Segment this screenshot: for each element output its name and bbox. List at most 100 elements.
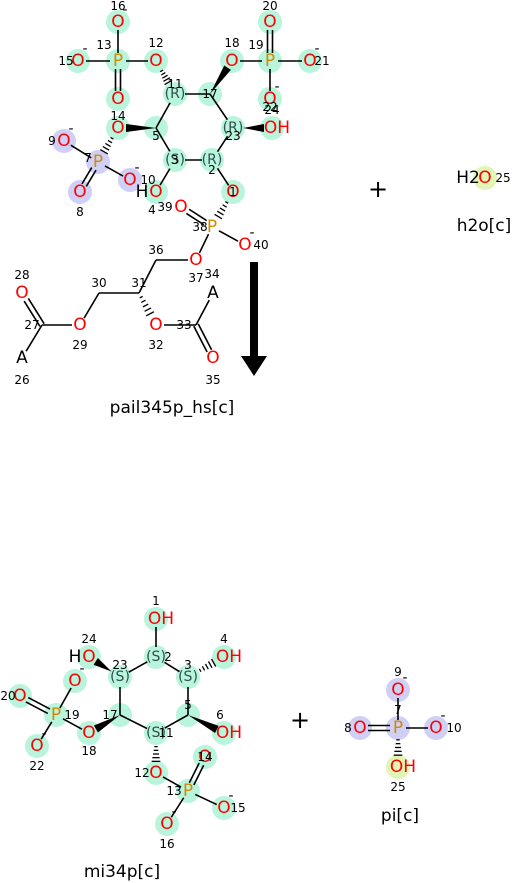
atom-symbol: OH <box>264 118 290 138</box>
atom-highlight <box>25 734 49 758</box>
atom-highlight <box>144 180 168 204</box>
atom-highlight <box>386 678 410 702</box>
atom-index: 17 <box>102 708 117 722</box>
atom-charge: - <box>249 225 254 241</box>
atom-charge: - <box>314 41 319 57</box>
atom-pi_o9: O-9 <box>391 665 407 700</box>
atom-symbol: O <box>303 51 316 71</box>
bond-c27-a26 <box>25 324 43 352</box>
plus-sign-products: + <box>290 706 310 734</box>
atom-highlight <box>106 87 130 111</box>
atom-index: 35 <box>205 373 220 387</box>
atom-index: 12 <box>134 766 149 780</box>
atom-o40: O-40 <box>238 225 268 255</box>
atom-m_o15: O-15 <box>217 788 245 818</box>
atom-a26: A26 <box>14 348 29 387</box>
atom-symbol: O <box>238 235 251 255</box>
atom-c23: (R)23 <box>223 120 244 143</box>
atom-a_top: A <box>207 283 219 303</box>
atom-index: 15 <box>230 801 245 815</box>
atom-index: 25 <box>495 171 510 185</box>
atom-symbol: P <box>207 217 217 237</box>
bond-c30-o29 <box>83 292 100 319</box>
atom-index: 22 <box>262 100 277 114</box>
atom-symbol: P <box>51 705 61 725</box>
atom-symbol: (S) <box>146 725 166 741</box>
atom-charge: - <box>79 661 84 677</box>
atom-index: 17 <box>202 87 217 101</box>
atom-index: 14 <box>110 109 125 123</box>
bond-c17-o18 <box>210 65 231 94</box>
bond-m_c5-m_o6 <box>188 715 219 733</box>
atom-symbol: O <box>198 747 211 767</box>
atom-c34: 34 <box>204 267 219 281</box>
atom-highlight <box>221 180 245 204</box>
atom-m_o14: O14 <box>197 747 212 767</box>
bond-m_p13-m_o15 <box>194 793 218 806</box>
atom-o1: O1 <box>226 182 239 202</box>
atom-m_o6: OH6 <box>216 708 242 743</box>
atom-symbol: O <box>263 12 276 32</box>
atom-index: 33 <box>176 318 191 332</box>
atom-highlight <box>212 796 236 820</box>
atom-c36: 36 <box>148 243 163 257</box>
atom-o32: O32 <box>148 315 163 352</box>
atom-p13: P13 <box>96 38 123 71</box>
bond-c23-c2 <box>216 135 229 153</box>
atom-symbol: OH <box>148 609 174 629</box>
atom-symbol: O <box>123 170 136 190</box>
atom-c11: (R)11 <box>165 77 186 102</box>
atom-symbol: O <box>15 283 28 303</box>
atom-index: 12 <box>148 36 163 50</box>
atom-symbol: O <box>13 686 26 706</box>
atom-highlights <box>8 10 497 836</box>
bond-m_p19-m_o21 <box>59 687 72 709</box>
bond-pi_p7-pi_o25 <box>393 739 403 756</box>
atom-charge: - <box>41 726 46 742</box>
atom-symbol: O <box>225 51 238 71</box>
reactant-name-pail345p: pail345p_hs[c] <box>110 398 235 418</box>
atom-symbol: O <box>149 51 162 71</box>
atom-index: 11 <box>158 726 173 740</box>
bond-o12-c11 <box>159 69 173 86</box>
atom-symbol: P <box>265 51 275 71</box>
atom-symbol: OH <box>216 647 242 667</box>
atom-symbol: O <box>149 182 162 202</box>
atom-highlight <box>118 168 142 192</box>
atom-index: 1 <box>229 185 237 199</box>
bond-m_c3-m_o4 <box>198 658 217 673</box>
atom-index: 24 <box>264 103 279 117</box>
atom-charge: - <box>402 670 407 686</box>
atom-index: 8 <box>344 721 352 735</box>
atom-symbol: (R) <box>202 152 223 168</box>
atom-prefix: H2 <box>456 168 480 188</box>
bond-p19-o20 <box>266 30 274 53</box>
atom-index: 7 <box>84 151 92 165</box>
atom-symbol: O <box>263 89 276 109</box>
atom-index: 5 <box>152 129 160 143</box>
atom-highlight <box>144 721 168 745</box>
atom-symbol: O <box>149 763 162 783</box>
atom-index: 5 <box>184 698 192 712</box>
atom-symbol: O <box>73 182 86 202</box>
atom-index: 32 <box>148 338 163 352</box>
atom-symbol: O <box>189 250 202 270</box>
atom-o22: O-22 <box>262 79 279 114</box>
bond-c5-o14 <box>126 124 156 132</box>
atom-pi_o10: O-10 <box>429 708 461 738</box>
atom-highlight <box>258 49 282 73</box>
atom-index: 25 <box>390 780 405 794</box>
atom-index: 7 <box>394 703 402 717</box>
atom-highlight <box>348 716 372 740</box>
atom-charge: - <box>228 788 233 804</box>
atom-o37: O37 <box>188 250 203 285</box>
atom-symbol: O <box>353 718 366 738</box>
bond-c27-o28 <box>23 298 45 327</box>
atom-symbol: O <box>82 723 95 743</box>
atom-index: 10 <box>140 173 155 187</box>
atom-index: 18 <box>224 36 239 50</box>
atom-symbol: O <box>30 736 43 756</box>
bond-p7-o9 <box>70 144 92 159</box>
atom-highlight <box>176 665 200 689</box>
